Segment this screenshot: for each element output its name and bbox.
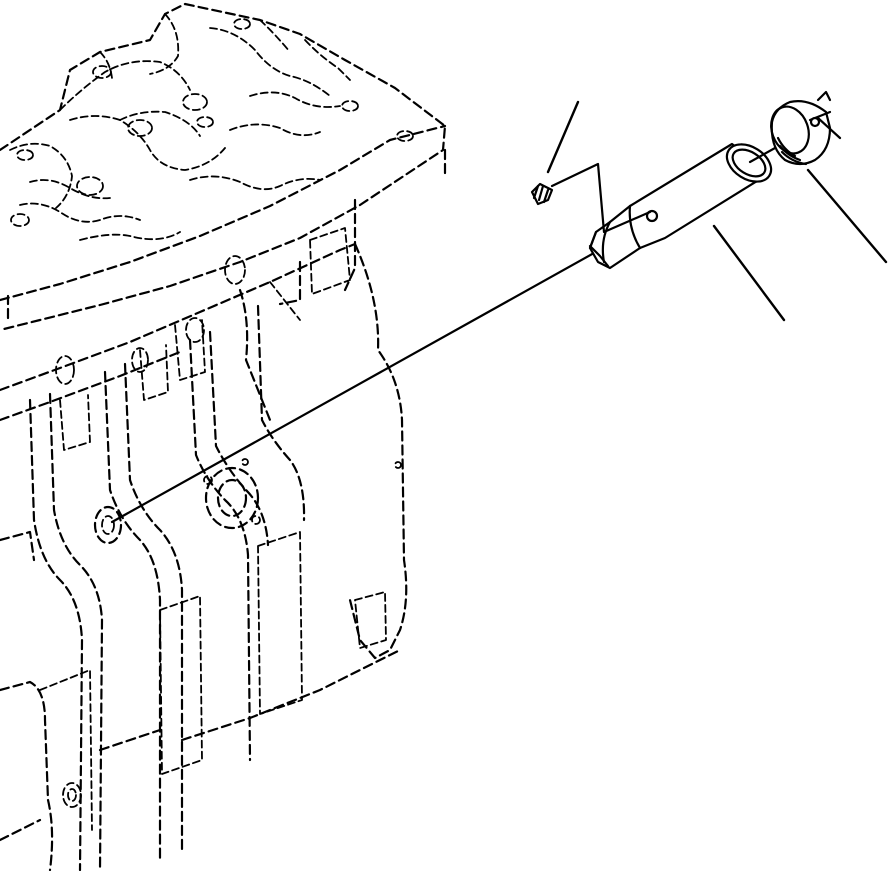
engine-block (0, 2, 447, 871)
block-face (0, 227, 408, 660)
block-lower (0, 461, 402, 871)
block-port (93, 505, 123, 545)
leader-sleeve-tube (712, 224, 786, 322)
screw-assembly-path (550, 162, 652, 234)
head-details (9, 13, 414, 285)
leader-lines (546, 100, 888, 322)
plug-cap (770, 90, 842, 166)
sleeve-tube (588, 142, 773, 270)
block-ribs (28, 304, 306, 871)
probe-rod (110, 251, 596, 524)
cap-alignment-line (748, 146, 777, 164)
pump-boss (203, 458, 261, 530)
leader-set-screw (546, 100, 580, 174)
set-screw (530, 182, 554, 206)
cylinder-head (0, 2, 447, 332)
leader-plug-cap (806, 168, 888, 264)
